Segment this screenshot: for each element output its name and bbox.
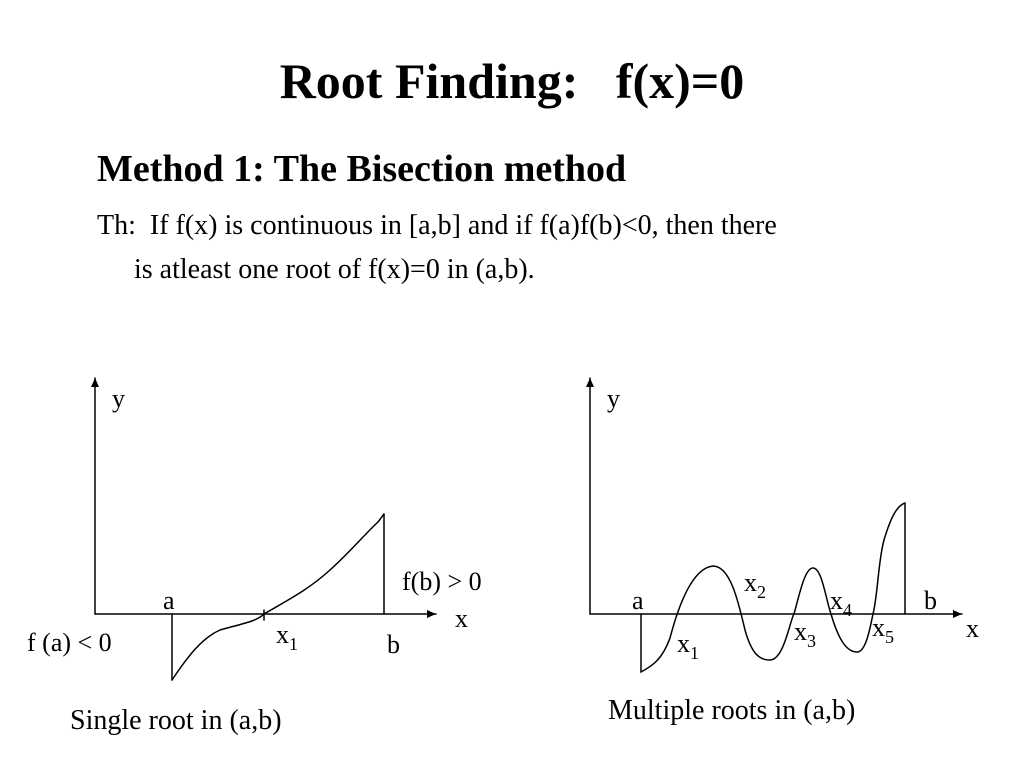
right-root-x5: x5 bbox=[872, 613, 894, 647]
right-root-x4: x4 bbox=[830, 586, 852, 620]
right-function-curve bbox=[640, 502, 906, 673]
slide-title: Root Finding: f(x)=0 bbox=[279, 53, 745, 109]
theorem-line-1: Th: If f(x) is continuous in [a,b] and i… bbox=[97, 210, 777, 241]
left-caption: Single root in (a,b) bbox=[70, 705, 282, 736]
left-function-curve bbox=[171, 513, 385, 681]
right-root-x1: x1 bbox=[677, 629, 699, 663]
theorem-line-2: is atleast one root of f(x)=0 in (a,b). bbox=[134, 254, 535, 285]
left-y-label: y bbox=[112, 384, 125, 413]
right-root-x3: x3 bbox=[794, 617, 816, 651]
right-x-label: x bbox=[966, 614, 979, 643]
fa-label: f (a) < 0 bbox=[27, 628, 112, 657]
single-root-plot: y x a b f (a) < 0 f(b) > 0 x1 Single roo… bbox=[27, 377, 482, 736]
right-root-x2: x2 bbox=[744, 568, 766, 602]
left-b-label: b bbox=[387, 630, 400, 659]
right-a-label: a bbox=[632, 586, 644, 615]
left-a-label: a bbox=[163, 586, 175, 615]
fb-label: f(b) > 0 bbox=[402, 567, 482, 596]
method-heading: Method 1: The Bisection method bbox=[97, 148, 627, 190]
right-b-label: b bbox=[924, 586, 937, 615]
right-y-label: y bbox=[607, 384, 620, 413]
multiple-roots-plot: y x a b x1 x2 x3 x4 x5 Multiple roots in… bbox=[586, 377, 979, 726]
right-caption: Multiple roots in (a,b) bbox=[608, 695, 855, 726]
left-root-x1: x1 bbox=[276, 620, 298, 654]
left-x-label: x bbox=[455, 604, 468, 633]
